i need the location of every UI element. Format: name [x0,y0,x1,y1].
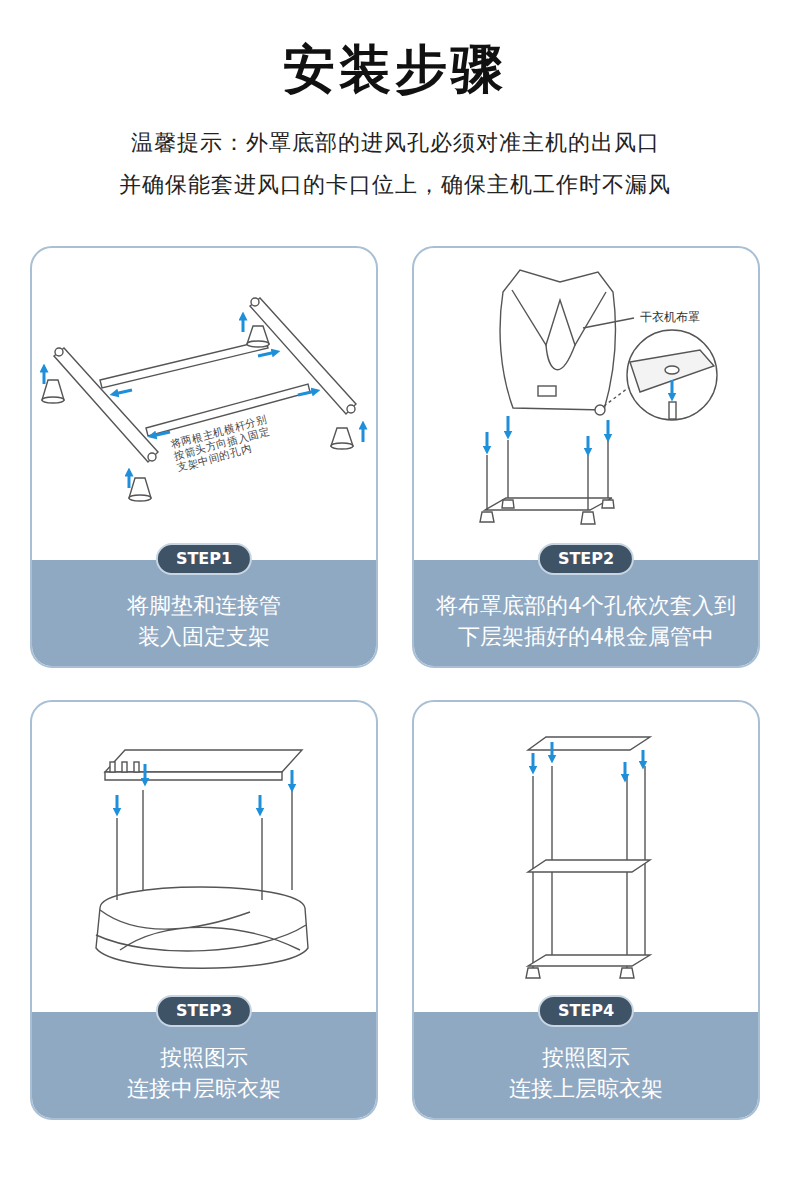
step-number: STEP4 [558,997,614,1025]
step-number: STEP2 [558,545,614,573]
step-caption: 将脚垫和连接管 装入固定支架 [119,590,289,652]
step-badge: STEP2 [538,543,634,575]
tip-note: 温馨提示：外罩底部的进风孔必须对准主机的出风口 并确保能套进风口的卡口位上，确保… [45,122,745,206]
step-card: 按照图示 连接上层晾衣架 STEP4 [412,700,760,1120]
step-card: 按照图示 连接中层晾衣架 STEP3 [30,700,378,1120]
step-caption: 将布罩底部的4个孔依次套入到 下层架插好的4根金属管中 [421,590,751,652]
step-card: 将脚垫和连接管 装入固定支架 STEP1 [30,246,378,668]
step-card: 将布罩底部的4个孔依次套入到 下层架插好的4根金属管中 STEP2 [412,246,760,668]
step-caption: 按照图示 连接中层晾衣架 [119,1042,289,1104]
step-caption: 按照图示 连接上层晾衣架 [501,1042,671,1104]
step-badge: STEP4 [538,995,634,1027]
step-badge: STEP1 [156,543,252,575]
page-title: 安装步骤 [0,34,790,104]
step-number: STEP3 [176,997,232,1025]
step-number: STEP1 [176,545,232,573]
step-badge: STEP3 [156,995,252,1027]
